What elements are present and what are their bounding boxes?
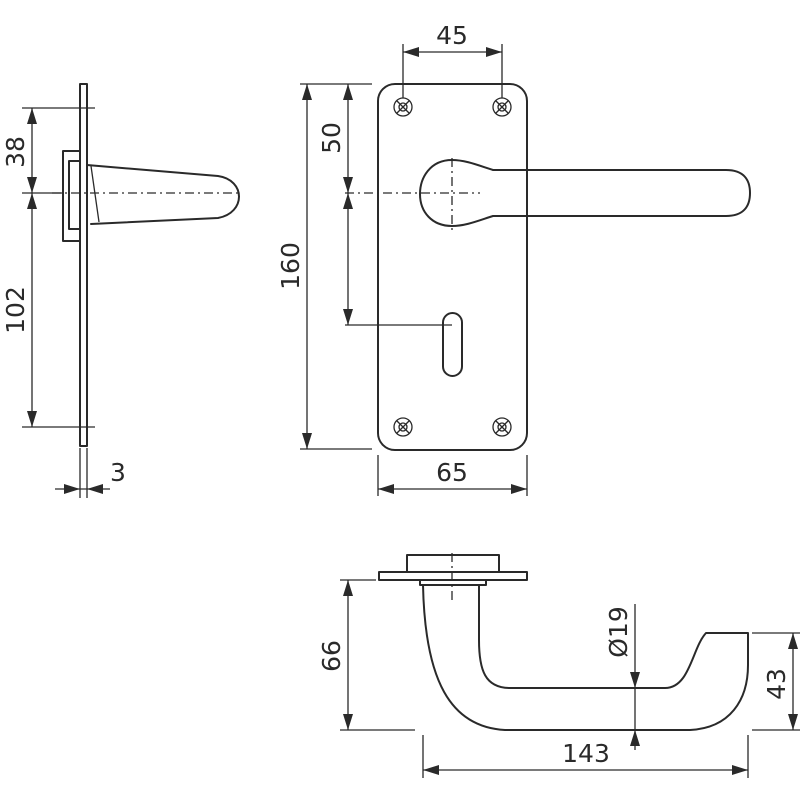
arrow	[732, 765, 748, 775]
arrow	[27, 193, 37, 209]
arrow	[343, 580, 353, 596]
top-view: 66 Ø19 43 143	[317, 553, 800, 778]
screw-bottom-left	[393, 417, 413, 437]
arrow	[302, 84, 312, 100]
arrow	[27, 177, 37, 193]
side-rose	[62, 150, 81, 242]
dimension-lever-diameter: Ø19	[604, 606, 633, 658]
dimension-side-bottom: 102	[1, 286, 30, 334]
arrow	[343, 309, 353, 325]
side-view: 38 102 3	[1, 83, 240, 498]
front-lever	[419, 159, 751, 227]
arrow	[64, 484, 80, 494]
side-lever-profile	[86, 164, 240, 225]
dimension-backplate-height: 160	[276, 242, 305, 290]
dimension-backplate-width: 65	[436, 458, 468, 487]
arrow	[788, 714, 798, 730]
arrow	[630, 730, 640, 746]
dimension-screw-spacing: 45	[436, 21, 468, 50]
arrow	[403, 47, 419, 57]
arrow	[343, 177, 353, 193]
top-rose	[406, 554, 500, 573]
dimension-handle-height: 66	[317, 640, 346, 672]
dimension-side-top: 38	[1, 136, 30, 168]
arrow	[302, 433, 312, 449]
arrow	[378, 484, 394, 494]
dimension-lever-keyhole: 50	[317, 122, 346, 154]
dimension-plate-thickness: 3	[110, 458, 126, 487]
arrow	[630, 672, 640, 688]
arrow	[486, 47, 502, 57]
screw-top-left	[393, 97, 413, 117]
top-backplate	[378, 571, 528, 581]
arrow	[27, 108, 37, 124]
side-lever-neck	[90, 165, 100, 223]
dimension-lever-length: 143	[562, 739, 610, 768]
arrow	[788, 633, 798, 649]
arrow	[343, 193, 353, 209]
side-rose-inner	[68, 160, 81, 230]
arrow	[343, 714, 353, 730]
side-backplate	[79, 83, 88, 447]
screw-bottom-right	[492, 417, 512, 437]
front-view: 160 50 45 65	[276, 21, 751, 496]
arrow	[343, 84, 353, 100]
screw-top-right	[492, 97, 512, 117]
arrow	[423, 765, 439, 775]
top-lever-profile	[422, 584, 749, 731]
arrow	[511, 484, 527, 494]
dimension-tip-height: 43	[762, 668, 791, 700]
keyhole	[442, 312, 463, 377]
front-backplate	[377, 83, 528, 451]
arrow	[27, 411, 37, 427]
arrow	[87, 484, 103, 494]
